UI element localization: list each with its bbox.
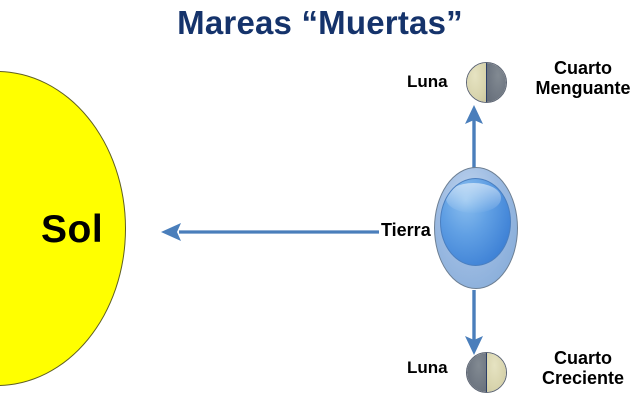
earth-sphere	[440, 178, 511, 266]
moon-top-phase-label: Cuarto Menguante	[523, 58, 640, 98]
moon-bottom-phase-line2: Creciente	[541, 368, 625, 389]
moon-top-shape	[466, 62, 507, 103]
earth-label: Tierra	[381, 220, 431, 240]
moon-bottom-phase-label: Cuarto Creciente	[523, 348, 640, 388]
moon-bottom-label: Luna	[407, 358, 448, 377]
moon-top-terminator	[485, 63, 488, 102]
moon-bottom-dark-half	[467, 353, 487, 392]
moon-top-phase-line1: Cuarto	[554, 58, 612, 78]
arrow-earth-to-moon-bottom-icon	[465, 290, 483, 355]
earth-shape	[434, 167, 518, 289]
moon-top-label: Luna	[407, 72, 448, 91]
moon-bottom-phase-line1: Cuarto	[554, 348, 612, 368]
moon-bottom-terminator	[485, 353, 488, 392]
moon-top-dark-half	[486, 63, 506, 102]
moon-top-phase-line2: Menguante	[535, 78, 631, 99]
arrow-earth-to-sun-icon	[161, 223, 379, 241]
moon-top-lit-half	[467, 63, 487, 102]
moon-bottom-lit-half	[486, 353, 506, 392]
arrow-earth-to-moon-top-icon	[465, 105, 483, 170]
moon-bottom-shape	[466, 352, 507, 393]
page-title: Mareas “Muertas”	[177, 4, 463, 41]
sun-label: Sol	[41, 208, 104, 251]
